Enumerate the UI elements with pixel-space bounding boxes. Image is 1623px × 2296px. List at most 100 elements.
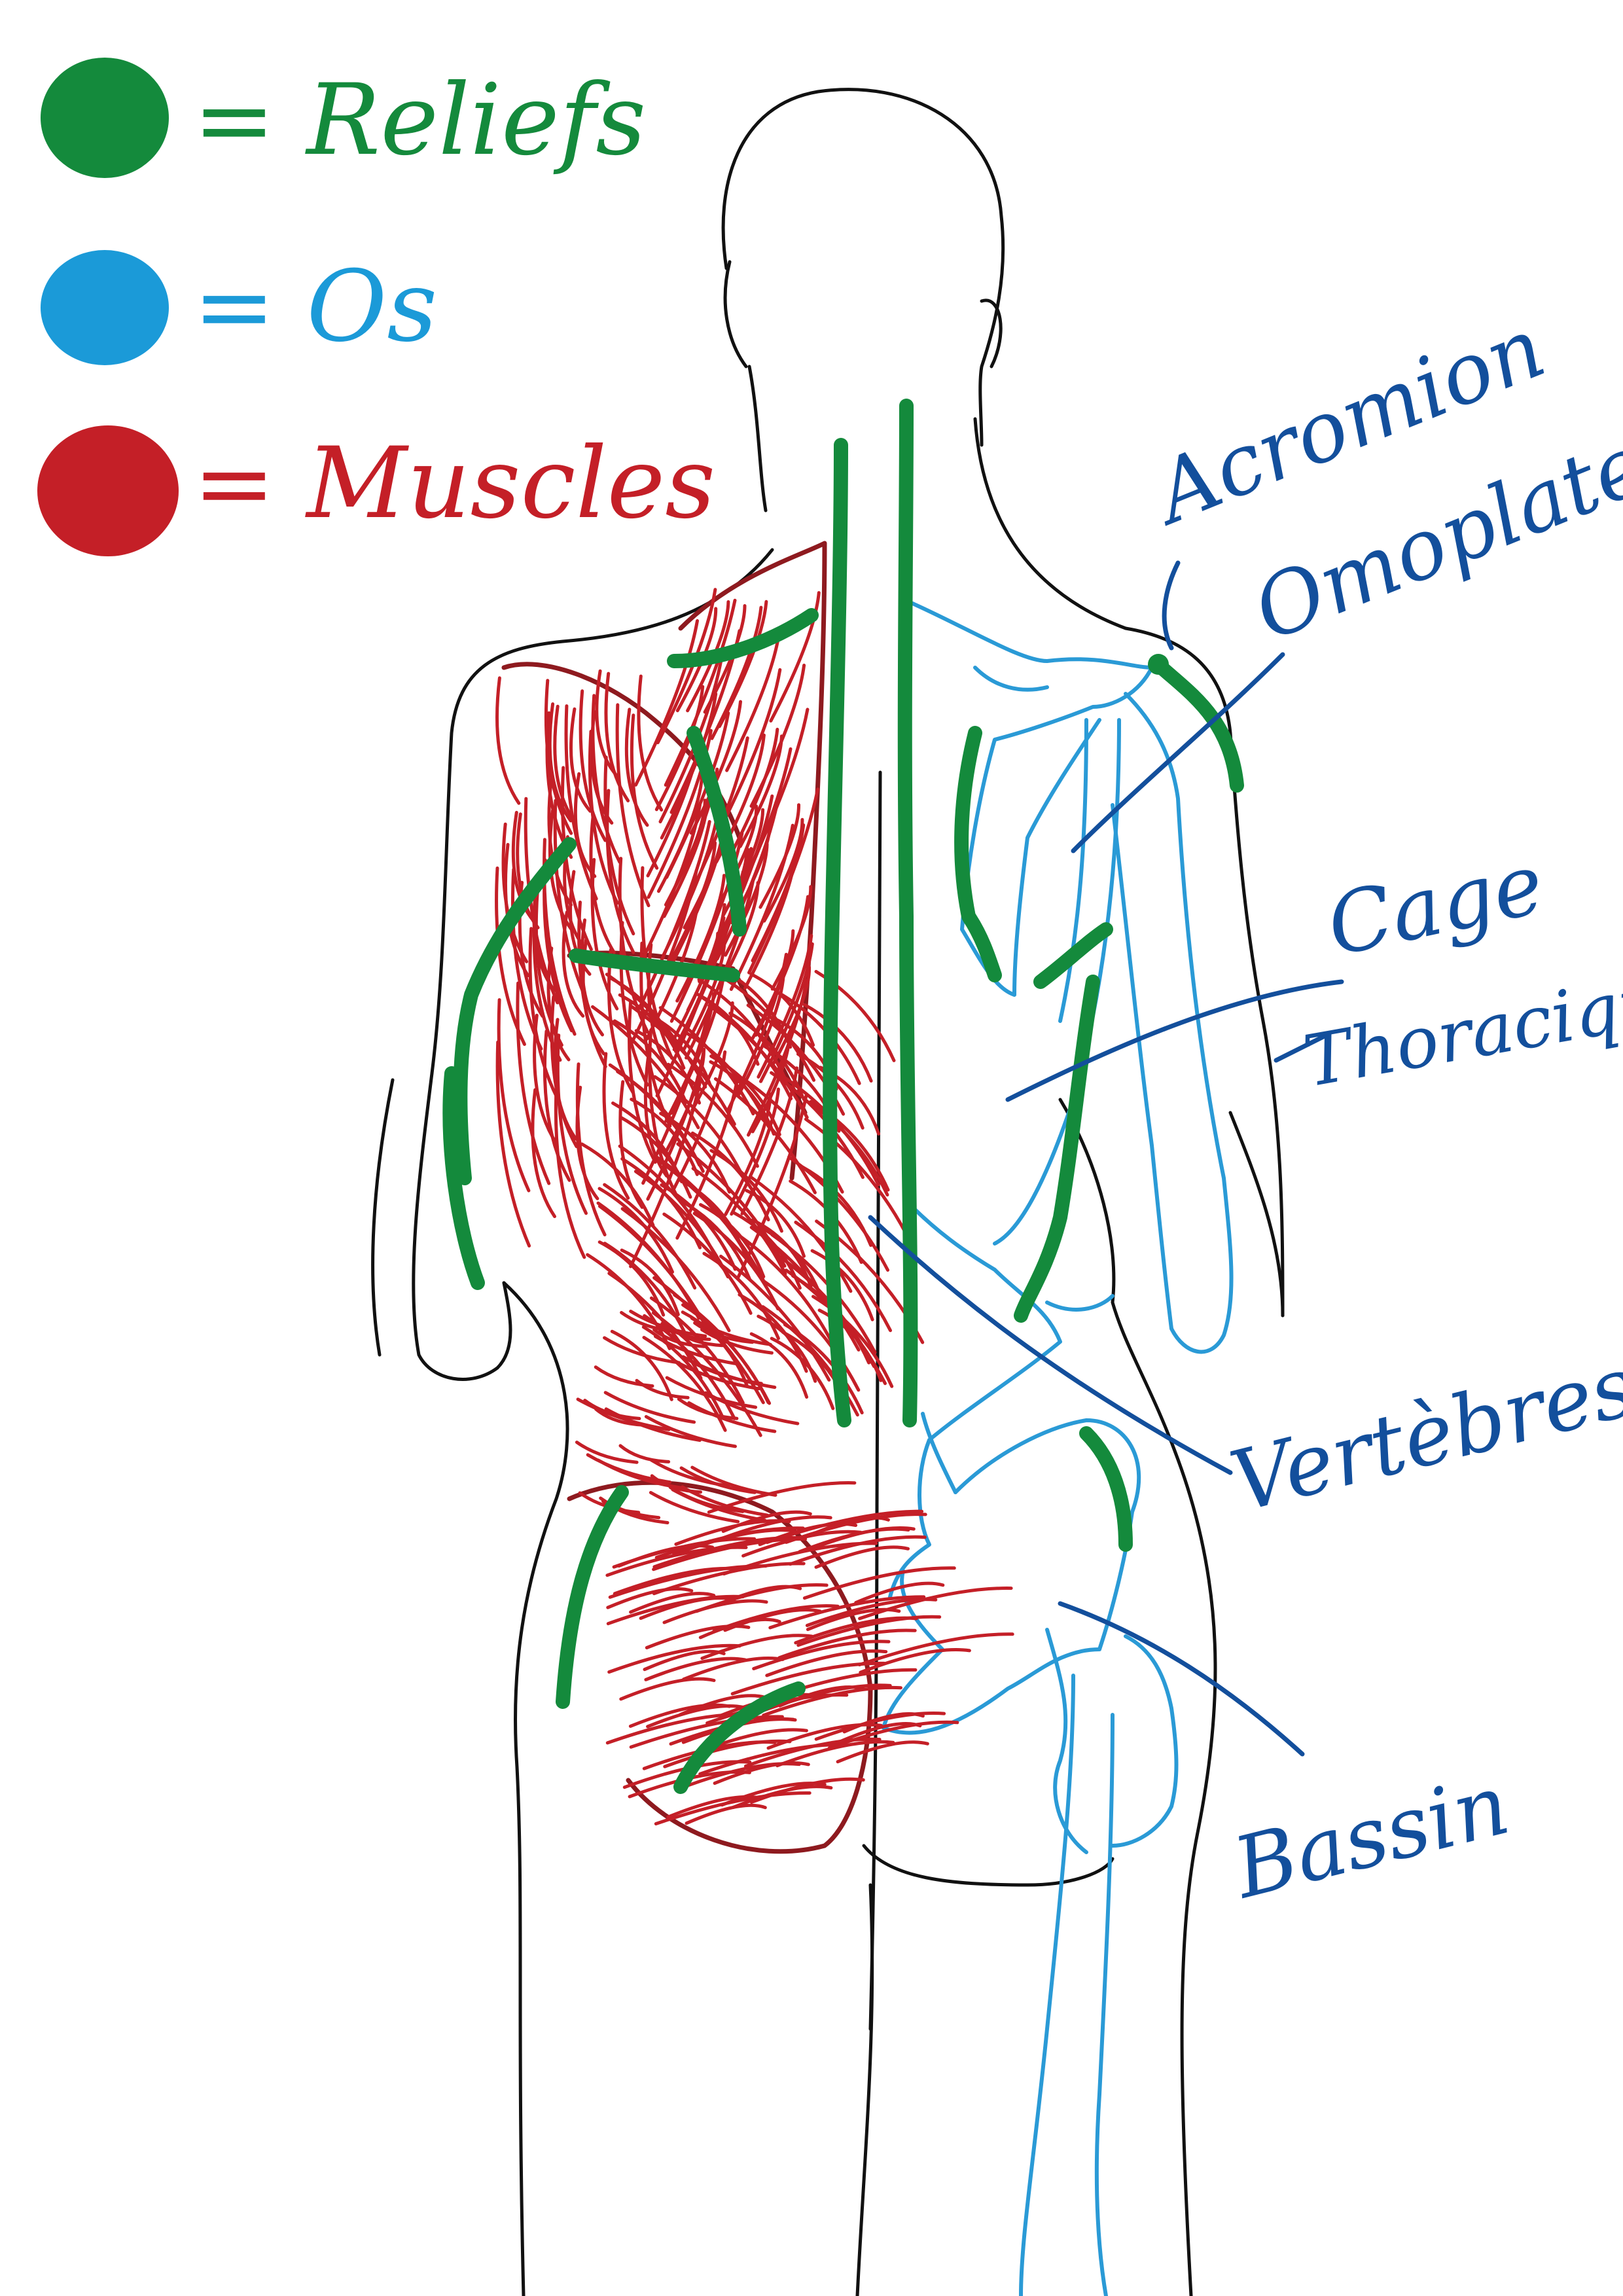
left-arm-outline: [412, 1071, 512, 1381]
legend-item-reliefs: = Reliefs: [41, 58, 646, 178]
muscle-fiber-stroke: [770, 885, 813, 991]
muscle-fiber-stroke: [814, 1712, 946, 1741]
legend-item-os: = Os: [41, 250, 437, 365]
muscle-fiber-stroke: [554, 1076, 586, 1259]
acromion-leader: [1162, 560, 1181, 651]
muscle-fiber-stroke: [618, 1080, 644, 1209]
muscle-fiber-stroke: [620, 1207, 731, 1333]
muscle-fiber-stroke: [734, 1231, 835, 1346]
muscle-fiber-stroke: [686, 600, 730, 713]
muscle-fiber-stroke: [757, 934, 813, 1079]
muscle-fiber-stroke: [629, 1592, 716, 1614]
muscle-fiber-stroke: [608, 1063, 705, 1173]
muscle-fiber-stroke: [516, 981, 551, 1185]
muscle-fiber-stroke: [648, 1028, 678, 1197]
muscle-fiber-stroke: [738, 1293, 808, 1373]
muscle-fiber-stroke: [664, 598, 737, 787]
muscle-fiber-stroke: [681, 1485, 769, 1517]
muscle-fiber-stroke: [544, 679, 573, 835]
muscle-fiber-stroke: [689, 700, 742, 835]
humerus: [1111, 692, 1234, 1354]
label-bassin: Bassin: [1224, 1756, 1518, 1918]
muscle-fiber-stroke: [691, 1166, 787, 1276]
muscle-fiber-stroke: [610, 1329, 673, 1401]
legend-item-muscles: = Muscles: [37, 425, 715, 556]
muscle-fiber-stroke: [806, 1516, 890, 1538]
muscle-fiber-stroke: [624, 708, 649, 827]
muscle-fiber-stroke: [575, 1062, 607, 1236]
muscle-fiber-stroke: [618, 1444, 671, 1463]
os-swatch: [41, 250, 169, 365]
muscle-fiber-stroke: [553, 704, 578, 825]
muscle-fiber-stroke: [692, 1211, 780, 1311]
muscle-fiber-stroke: [654, 1526, 805, 1560]
muscle-fiber-stroke: [619, 1677, 716, 1701]
muscle-fiber-stroke: [651, 1311, 762, 1437]
muscle-fiber-stroke: [802, 1098, 889, 1197]
muscle-fiber-stroke: [637, 674, 664, 812]
muscle-fiber-stroke: [814, 1545, 910, 1569]
muscle-fiber-stroke: [646, 1704, 745, 1729]
muscle-fiber-stroke: [758, 1683, 892, 1713]
muscle-fiber-stroke: [654, 1335, 740, 1366]
muscle-fiber-stroke: [663, 1739, 792, 1768]
muscle-fiber-stroke: [802, 1566, 956, 1600]
muscle-fiber-stroke: [643, 1055, 669, 1178]
muscle-fiber-stroke: [719, 668, 782, 830]
muscle-fiber-stroke: [730, 1661, 886, 1696]
muscle-fiber-stroke: [495, 1040, 531, 1247]
muscle-fiber-stroke: [724, 842, 769, 957]
muscle-fiber-stroke: [679, 1694, 768, 1717]
muscle-fiber-stroke: [804, 1117, 908, 1236]
muscle-fiber-stroke: [562, 910, 585, 1018]
muscle-fiber-stroke: [669, 841, 717, 963]
muscle-fiber-stroke: [569, 707, 592, 813]
muscle-fiber-stroke: [675, 607, 718, 713]
muscle-fiber-stroke: [603, 1242, 689, 1339]
muscle-fiber-stroke: [603, 1336, 681, 1365]
label-thoracique: Thoracique: [1298, 952, 1623, 1103]
muscle-fiber-stroke: [727, 727, 779, 859]
muscle-fiber-stroke: [647, 728, 713, 899]
muscle-fiber-stroke: [749, 972, 815, 1047]
muscle-fiber-stroke: [619, 921, 649, 1087]
neck-outline: [747, 365, 768, 512]
legend-label-os: = Os: [193, 250, 437, 364]
muscle-fiber-stroke: [556, 1033, 588, 1215]
muscle-fiber-stroke: [806, 1526, 916, 1552]
muscle-fiber-stroke: [630, 1005, 736, 1126]
muscle-fiber-stroke: [715, 792, 781, 961]
muscle-fiber-stroke: [594, 1365, 654, 1388]
muscle-fiber-stroke: [752, 1640, 891, 1670]
muscle-fiber-stroke: [713, 1761, 810, 1785]
gluteal-fold: [862, 1844, 1115, 1887]
muscle-fiber-stroke: [769, 591, 821, 723]
muscle-fiber-stroke: [620, 1248, 680, 1316]
muscle-fiber-stroke: [618, 1144, 717, 1257]
muscle-fiber-stroke: [707, 1004, 809, 1119]
muscle-fiber-stroke: [630, 1098, 699, 1176]
muscle-fiber-stroke: [777, 1628, 917, 1660]
legend: = Reliefs = Os = Muscles: [37, 58, 715, 556]
scapula-relief-right: [954, 726, 1002, 982]
muscle-fiber-stroke: [576, 1397, 671, 1431]
trapezius-relief: [667, 608, 819, 668]
muscle-fiber-stroke: [794, 1221, 892, 1333]
muscle-fiber-stroke: [653, 1075, 746, 1181]
muscle-fiber-stroke: [675, 874, 726, 1003]
muscle-fiber-stroke: [575, 1441, 639, 1464]
muscle-fiber-stroke: [690, 1001, 734, 1112]
scapula-relief-left: [687, 726, 747, 937]
muscle-fiber-stroke: [628, 1703, 731, 1728]
muscle-fiber-stroke: [602, 1052, 630, 1200]
muscle-fiber-stroke: [765, 1509, 924, 1544]
muscle-fiber-stroke: [685, 1803, 767, 1825]
muscle-fiber-stroke: [681, 1355, 777, 1390]
muscle-fiber-stroke: [511, 867, 543, 1050]
muscle-fiber-stroke: [658, 657, 723, 823]
left-waist-outline: [502, 1281, 569, 2296]
muscle-fiber-stroke: [656, 774, 704, 893]
muscle-fiber-stroke: [758, 803, 801, 909]
muscle-fiber-stroke: [615, 703, 651, 908]
muscle-fiber-stroke: [671, 1358, 761, 1391]
